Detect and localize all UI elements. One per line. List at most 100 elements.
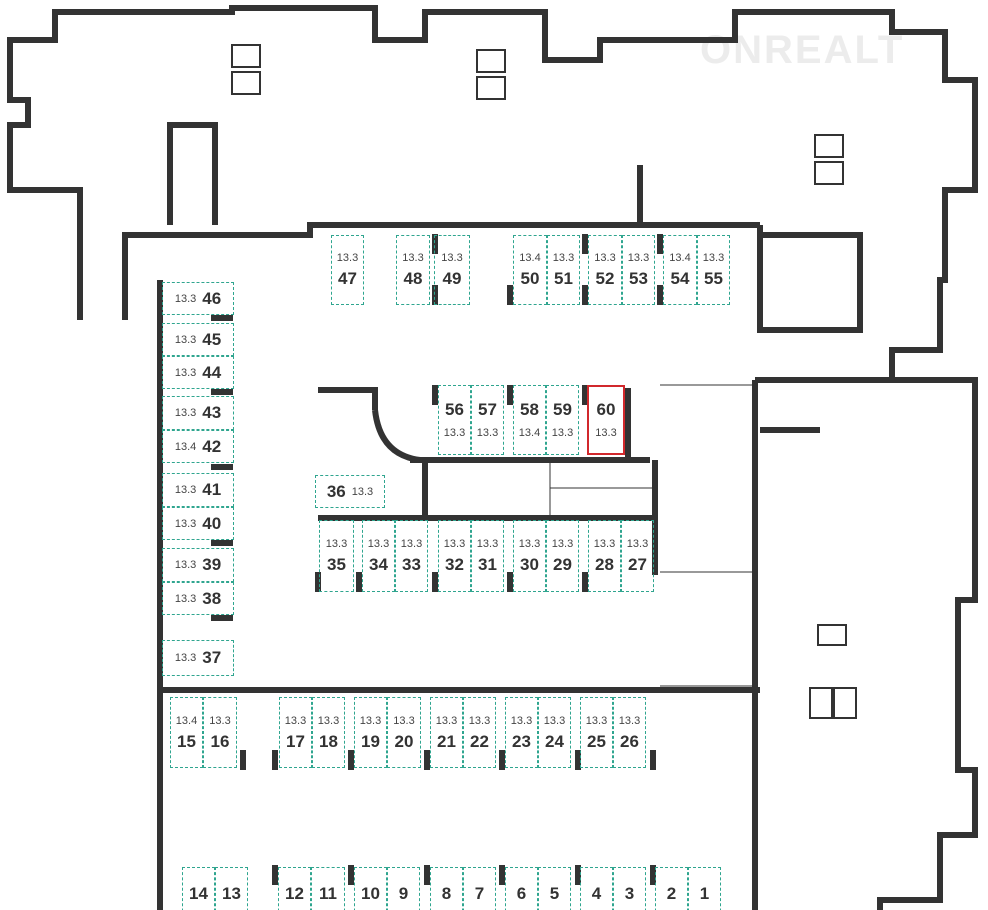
spot-number: 48 [403, 269, 423, 288]
spot-number: 22 [470, 731, 489, 751]
spot-area: 13.3 [552, 252, 575, 264]
parking-spot-38[interactable]: 38 13.3 [162, 582, 234, 615]
spot-area: 13.3 [551, 427, 574, 439]
spot-area: 13.3 [317, 714, 340, 727]
parking-spot-14[interactable]: 14 [182, 867, 215, 910]
spot-number: 40 [202, 513, 222, 533]
spot-number: 4 [591, 884, 602, 903]
parking-spot-5[interactable]: 5 [538, 867, 571, 910]
spot-area: 13.3 [174, 592, 197, 605]
spot-number: 38 [202, 588, 222, 608]
parking-spot-51[interactable]: 51 13.3 [547, 235, 580, 305]
spot-area: 13.3 [174, 652, 197, 664]
spot-area: 13.3 [510, 714, 533, 727]
parking-spot-3[interactable]: 3 [613, 867, 646, 910]
spot-area: 13.3 [174, 333, 197, 346]
parking-spot-6[interactable]: 6 [505, 867, 538, 910]
spot-number: 19 [361, 731, 380, 751]
spot-number: 46 [202, 288, 222, 308]
parking-spot-10[interactable]: 10 [354, 867, 387, 910]
spot-area: 13.3 [174, 517, 197, 530]
parking-spot-8[interactable]: 8 [430, 867, 463, 910]
spot-number: 16 [210, 731, 230, 751]
spot-area: 13.3 [518, 538, 541, 550]
spot-number: 49 [442, 269, 462, 288]
spot-area: 13.3 [351, 485, 374, 498]
parking-spot-50[interactable]: 50 13.4 [513, 235, 547, 305]
spot-area: 13.3 [393, 714, 415, 727]
spot-area: 13.3 [174, 366, 197, 379]
parking-spot-46[interactable]: 46 13.3 [162, 282, 234, 315]
parking-spot-13[interactable]: 13 [215, 867, 248, 910]
spot-number: 53 [629, 269, 648, 288]
spot-number: 51 [554, 269, 573, 288]
spot-number: 41 [202, 480, 222, 499]
spot-number: 9 [398, 884, 409, 903]
parking-spot-22[interactable]: 22 13.3 [463, 697, 496, 768]
parking-spot-40[interactable]: 40 13.3 [162, 507, 234, 540]
spot-number: 29 [553, 555, 572, 574]
spot-number: 24 [545, 731, 564, 751]
spot-area: 13.3 [618, 714, 641, 727]
spot-area: 13.3 [174, 484, 197, 496]
parking-spot-9[interactable]: 9 [387, 867, 420, 910]
parking-spot-4[interactable]: 4 [580, 867, 613, 910]
spot-number: 8 [441, 884, 452, 903]
parking-spot-2[interactable]: 2 [655, 867, 688, 910]
spot-area: 13.3 [593, 538, 616, 550]
spot-number: 12 [285, 884, 304, 903]
parking-spot-41[interactable]: 41 13.3 [162, 473, 234, 507]
parking-spot-12[interactable]: 12 [278, 867, 311, 910]
spot-area: 13.3 [174, 292, 197, 305]
spot-area: 13.3 [585, 714, 608, 727]
parking-spot-1[interactable]: 1 [688, 867, 721, 910]
parking-spot-11[interactable]: 11 [311, 867, 345, 910]
spot-number: 50 [520, 269, 540, 288]
spot-number: 55 [704, 269, 723, 288]
spot-area: 13.4 [519, 252, 541, 264]
spot-area: 13.3 [468, 714, 491, 727]
spot-number: 10 [361, 884, 380, 903]
parking-spot-7[interactable]: 7 [463, 867, 496, 910]
